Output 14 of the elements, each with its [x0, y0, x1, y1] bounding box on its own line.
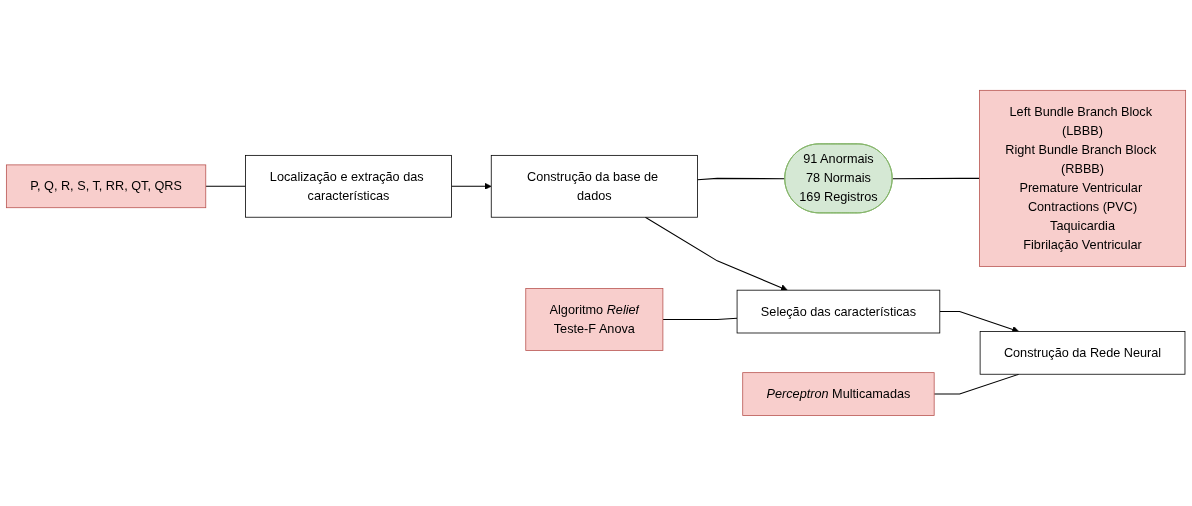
- arrow: [451, 182, 492, 190]
- arrow: [644, 216, 788, 292]
- node-box: Construção da base de dados: [490, 155, 698, 218]
- connector: [662, 317, 738, 321]
- node-box: P, Q, R, S, T, RR, QT, QRS: [5, 164, 207, 209]
- node-box: Left Bundle Branch Block (LBBB) Right Bundle Branch Block (RBBB) Premature Ventricular Contractions (PVC) Taquicardia Fibrilação Ventricular: [979, 90, 1187, 267]
- connector: [205, 185, 246, 187]
- connector: [892, 177, 980, 180]
- node-box: Perceptron Multicamadas: [742, 372, 935, 416]
- node-box: Construção da Rede Neural: [979, 331, 1186, 375]
- node-box: Seleção das características: [736, 289, 941, 334]
- connector: [696, 177, 786, 181]
- arrow: [939, 311, 1020, 333]
- node-box: Localização e extração das características: [245, 155, 452, 218]
